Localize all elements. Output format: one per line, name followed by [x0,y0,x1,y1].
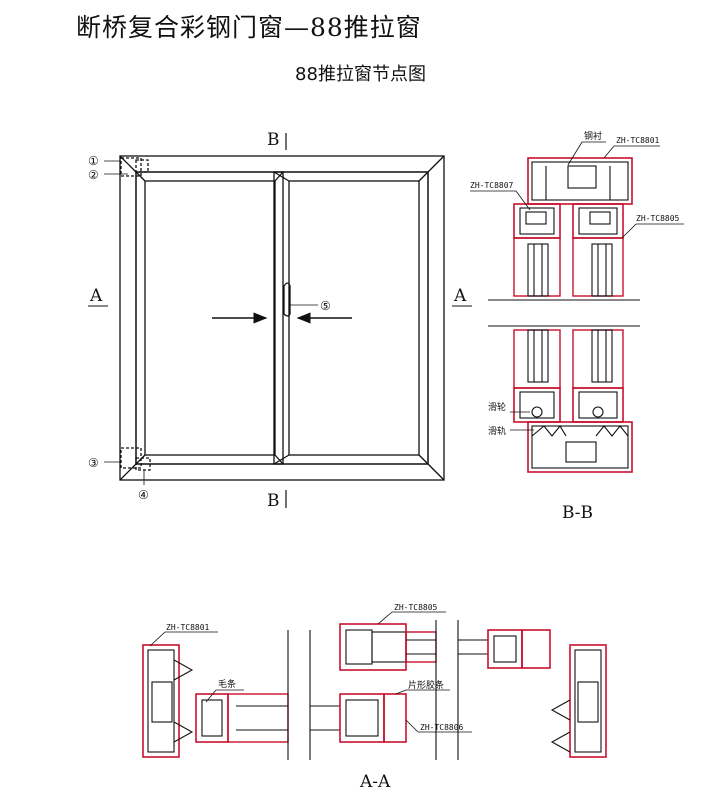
window-elevation [88,133,472,508]
callout-2: ② [88,168,99,182]
inner-frame [135,171,429,465]
right-sash [273,171,429,465]
bb-sash-left-code-label: ZH-TC8807 [470,181,514,190]
section-aa-caption: A-A [359,772,391,792]
bb-steel-liner-label: 钢衬 [584,130,602,142]
page-title: 断桥复合彩钢门窗—88推拉窗 [76,13,422,42]
section-bb-drawing [470,141,684,473]
section-a-right-label: A [453,286,467,306]
bb-frame-code-label: ZH-TC8801 [616,136,660,145]
section-b-bottom-label: B [267,491,280,511]
callout-4: ④ [138,488,149,502]
joint-top-left [120,157,142,177]
bb-track-label: 滑轨 [488,425,506,437]
handle-icon [283,282,291,317]
section-bb-caption: B-B [562,503,593,523]
bb-sash-right-code-label: ZH-TC8805 [636,214,680,223]
drawing-subtitle: 88推拉窗节点图 [295,64,426,85]
callout-3: ③ [88,456,99,470]
section-b-top-label: B [267,130,280,150]
aa-sash-top-code-label: ZH-TC8805 [394,603,438,612]
aa-fin-seal-label: 片形胶条 [408,679,444,691]
aa-frame-code-label: ZH-TC8801 [166,623,210,632]
section-a-left-label: A [89,286,103,306]
aa-interlock-code-label: ZH-TC8806 [420,723,464,732]
bb-roller-label: 滑轮 [488,401,506,413]
section-aa-drawing [142,611,607,760]
outer-frame [119,155,445,481]
aa-brush-label: 毛条 [218,678,236,690]
callout-5: ⑤ [320,299,331,313]
callout-1: ① [88,154,99,168]
left-sash [135,171,284,465]
